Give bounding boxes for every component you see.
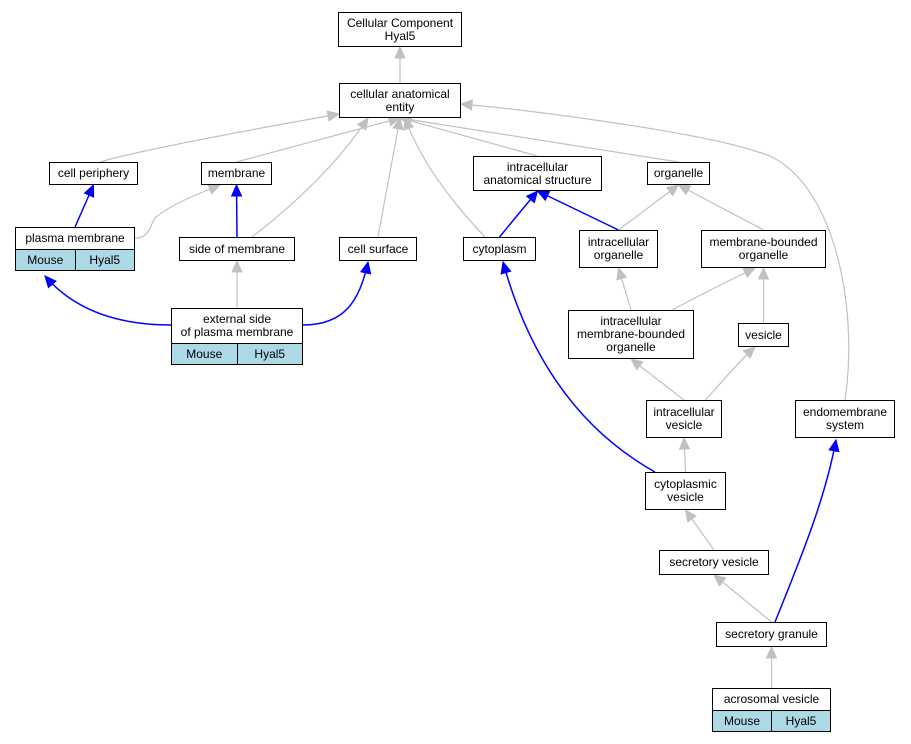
node-sidemem[interactable]: side of membrane [179,237,295,261]
edge-extside-to-cellsurf [302,260,372,326]
edge-cytoves-to-cytoplasm [500,260,656,473]
annotation-gene[interactable]: Hyal5 [74,250,134,270]
edge-cytoves-to-intraves [678,436,691,473]
edge-plasma-to-cellperiph [74,183,95,228]
edge-intraves-to-imbo [630,358,685,401]
edge-organelle-to-cae [398,114,679,163]
node-intraves[interactable]: intracellular vesicle [646,400,722,438]
annotation-organism[interactable]: Mouse [172,344,237,364]
node-extside[interactable]: external side of plasma membrane [171,308,303,344]
node-ias[interactable]: intracellular anatomical structure [473,156,602,191]
node-plasma[interactable]: plasma membrane [15,227,135,250]
edge-intraorg-to-ias [536,190,619,231]
node-organelle[interactable]: organelle [647,162,710,185]
edge-imbo-to-intraorg [616,266,632,311]
node-endo[interactable]: endomembrane system [795,400,895,438]
node-intraorg[interactable]: intracellular organelle [579,230,658,268]
edge-mbo-to-organelle [677,184,764,231]
annotation-gene[interactable]: Hyal5 [236,344,302,364]
edge-secgran-to-endo [774,438,840,623]
node-imbo[interactable]: intracellular membrane-bounded organelle [568,310,694,359]
edge-intraves-to-vesicle [704,346,756,401]
edge-secgran-to-secves [713,574,772,623]
edge-cytoplasm-to-ias [498,190,539,238]
edge-intraorg-to-organelle [618,184,680,231]
edge-plasma-to-membrane [134,183,222,239]
node-vesicle[interactable]: vesicle [738,323,789,347]
edge-membrane-to-cae [236,115,402,163]
node-secves[interactable]: secretory vesicle [659,550,769,575]
annotation-organism[interactable]: Mouse [16,250,75,270]
edge-imbo-to-mbo [671,267,757,311]
edge-sidemem-to-membrane [230,183,243,238]
edge-sidemem-to-cae [251,116,369,238]
node-acro[interactable]: acrosomal vesicle [712,688,831,711]
edge-cellsurf-to-cae [377,116,404,238]
edge-extside-to-sidemem [231,259,243,308]
annotation-gene[interactable]: Hyal5 [771,711,830,731]
edge-cytoplasm-to-cae [403,116,486,238]
edge-secves-to-cytoves [684,509,715,551]
node-cellperiph[interactable]: cell periphery [49,162,138,185]
edge-cae-to-root [394,45,406,83]
node-root[interactable]: Cellular Component Hyal5 [338,12,462,47]
edge-extside-to-plasma [44,275,172,326]
node-secgran[interactable]: secretory granule [716,622,827,647]
node-membrane[interactable]: membrane [201,162,272,185]
edge-endo-to-cae [459,99,850,401]
node-cellsurf[interactable]: cell surface [339,237,417,261]
node-cytoplasm[interactable]: cytoplasm [463,237,536,261]
edge-vesicle-to-mbo [757,266,770,323]
annotation-organism[interactable]: Mouse [713,711,771,731]
node-cytoves[interactable]: cytoplasmic vesicle [645,472,726,510]
node-mbo[interactable]: membrane-bounded organelle [701,230,826,268]
edge-cellperiph-to-cae [99,110,341,163]
node-cae[interactable]: cellular anatomical entity [339,83,461,118]
edge-acro-to-secgran [765,645,778,688]
